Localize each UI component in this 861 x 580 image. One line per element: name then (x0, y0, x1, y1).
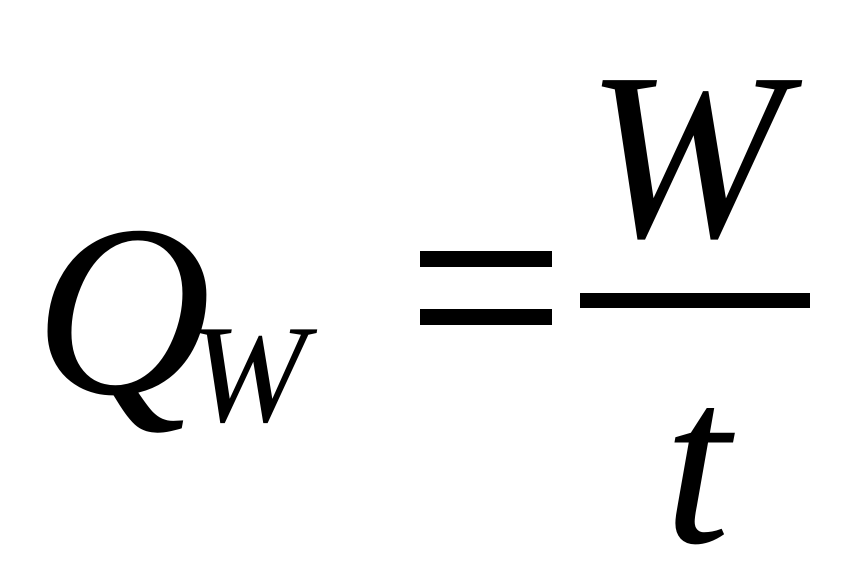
fraction-bar (580, 293, 810, 308)
equals-bar-top (420, 251, 552, 267)
fraction-numerator: W (586, 25, 785, 288)
equals-bar-bottom (420, 309, 552, 325)
equals-sign (420, 251, 552, 325)
formula-lhs-symbol: Q (34, 175, 211, 446)
fraction-denominator: t (664, 331, 731, 580)
formula-lhs-subscript: W (190, 297, 307, 452)
